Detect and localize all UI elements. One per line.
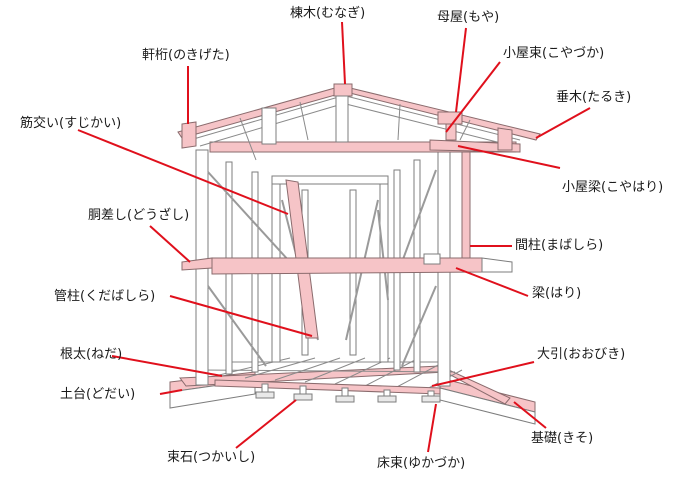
- label-kiso: 基礎(きそ): [531, 431, 594, 446]
- leader-lines: [77, 21, 591, 453]
- ridge-post: [335, 95, 349, 143]
- leader-sujikai: [77, 129, 289, 215]
- label-mabashira: 間柱(まばしら): [515, 238, 604, 253]
- leader-kudabashira: [169, 295, 313, 337]
- leader-koyabari: [457, 145, 561, 169]
- leader-taruki: [535, 107, 591, 139]
- label-neda: 根太(ねだ): [60, 347, 123, 362]
- moya-purlin: [437, 111, 463, 125]
- label-dodai: 土台(どだい): [60, 387, 136, 402]
- label-obiki: 大引(おおびき): [537, 347, 626, 362]
- foundation-stones: [255, 391, 441, 403]
- beam-block: [423, 253, 441, 265]
- leader-obiki: [431, 361, 535, 387]
- mabashira-stud: [461, 147, 471, 261]
- leader-koyazuka: [445, 61, 501, 133]
- leader-kiso: [513, 401, 547, 429]
- label-yukazuka: 床束(ゆかづか): [377, 456, 466, 471]
- leader-munagi: [341, 21, 346, 85]
- label-moya: 母屋(もや): [437, 10, 500, 25]
- roof-post-left: [261, 107, 277, 145]
- label-nokigeta: 軒桁(のきげた): [142, 48, 230, 63]
- leader-dosashi: [149, 225, 191, 263]
- label-tsukaishi: 束石(つかいし): [167, 450, 256, 465]
- label-dosashi: 胴差し(どうざし): [88, 208, 190, 223]
- leader-yukazuka: [427, 403, 437, 453]
- label-koyabari: 小屋梁(こやはり): [562, 180, 664, 195]
- leader-dodai: [159, 389, 183, 395]
- label-taruki: 垂木(たるき): [556, 90, 632, 105]
- leader-tsukaishi: [235, 399, 297, 449]
- nokigeta-left: [181, 121, 197, 149]
- leader-neda: [111, 355, 223, 377]
- munagi-ridge: [333, 83, 353, 97]
- label-hari: 梁(はり): [532, 286, 582, 301]
- label-kudabashira: 管柱(くだばしら): [54, 289, 156, 304]
- leader-moya: [455, 27, 467, 113]
- nokigeta-right: [497, 127, 513, 151]
- label-sujikai: 筋交い(すじかい): [20, 116, 122, 131]
- hari-beam: [211, 257, 483, 275]
- label-koyazuka: 小屋束(こやづか): [503, 46, 605, 61]
- leader-hari: [455, 267, 529, 297]
- label-munagi: 棟木(むなぎ): [290, 6, 366, 21]
- hari-beam-end: [481, 257, 513, 273]
